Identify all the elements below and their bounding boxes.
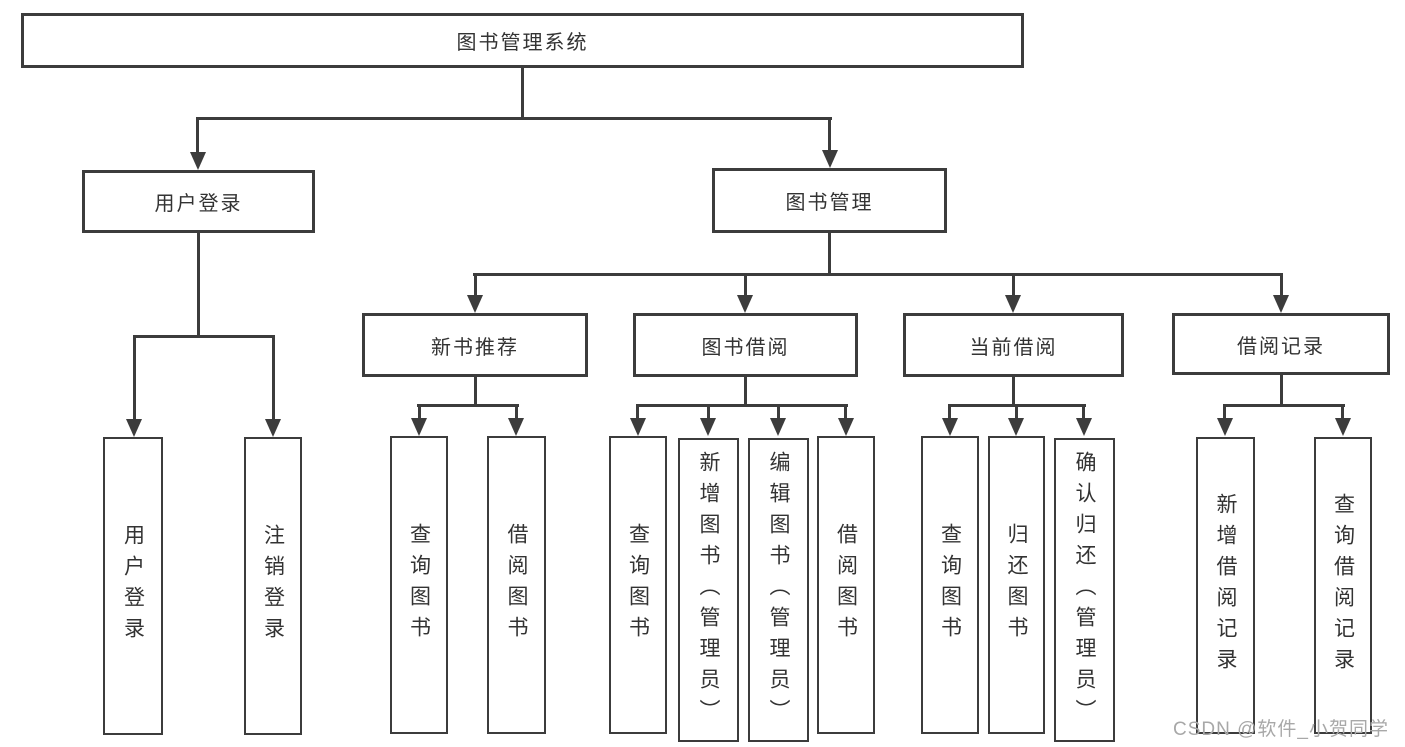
leaf-query-books-3-label: 查询图书 xyxy=(938,523,962,647)
arrowhead-icon xyxy=(1005,295,1021,313)
edge-to-book-borrow xyxy=(744,276,747,297)
edge-to-current-borrow xyxy=(1012,276,1015,297)
edge-leaf-stub xyxy=(515,407,518,419)
edge-current-borrow-stem xyxy=(1012,377,1015,404)
edge-root-stem xyxy=(521,68,524,117)
arrowhead-icon xyxy=(1273,295,1289,313)
leaf-return-books: 归还图书 xyxy=(988,436,1045,734)
arrowhead-icon xyxy=(190,152,206,170)
arrowhead-icon xyxy=(508,418,524,436)
leaf-edit-books-admin: 编辑图书（管理员） xyxy=(748,438,809,742)
arrowhead-icon xyxy=(126,419,142,437)
edge-book-mgmt-stem xyxy=(828,233,831,273)
edge-new-books-branch xyxy=(417,404,519,407)
edge-to-user-login xyxy=(196,120,199,152)
leaf-query-borrow-record-label: 查询借阅记录 xyxy=(1331,492,1355,679)
leaf-return-books-label: 归还图书 xyxy=(1005,523,1028,647)
node-current-borrowing-label: 当前借阅 xyxy=(969,336,1058,359)
leaf-borrow-books-1: 借阅图书 xyxy=(487,436,546,734)
arrowhead-icon xyxy=(467,295,483,313)
node-book-management: 图书管理 xyxy=(712,168,947,233)
leaf-user-login: 用户登录 xyxy=(103,437,163,735)
leaf-borrow-books-2-label: 借阅图书 xyxy=(834,523,858,647)
edge-leaf-stub xyxy=(636,407,639,419)
node-book-management-label: 图书管理 xyxy=(785,192,874,214)
edge-leaf-stub xyxy=(707,407,710,419)
leaf-edit-books-admin-label: 编辑图书（管理员） xyxy=(767,450,790,730)
arrowhead-icon xyxy=(700,418,716,436)
arrowhead-icon xyxy=(838,418,854,436)
node-book-borrowing-label: 图书借阅 xyxy=(701,336,790,359)
leaf-confirm-return-admin-label: 确认归还（管理员） xyxy=(1073,450,1096,730)
node-user-login: 用户登录 xyxy=(82,170,315,233)
node-new-book-recommend: 新书推荐 xyxy=(362,313,588,377)
leaf-borrow-books-1-label: 借阅图书 xyxy=(505,523,528,647)
arrowhead-icon xyxy=(411,418,427,436)
node-book-borrowing: 图书借阅 xyxy=(633,313,858,377)
node-borrowing-records: 借阅记录 xyxy=(1172,313,1390,375)
leaf-add-books-admin-label: 新增图书（管理员） xyxy=(697,450,720,730)
arrowhead-icon xyxy=(770,418,786,436)
edge-to-leaf-logout xyxy=(272,338,275,419)
node-root-label: 图书管理系统 xyxy=(456,32,589,54)
edge-new-books-stem xyxy=(474,377,477,404)
edge-leaf-stub xyxy=(948,407,951,419)
csdn-watermark: CSDN @软件_小贺同学 xyxy=(1173,719,1389,740)
edge-to-new-books xyxy=(474,276,477,297)
leaf-logout-label: 注销登录 xyxy=(261,524,285,648)
edge-user-login-stem xyxy=(197,233,200,335)
arrowhead-icon xyxy=(630,418,646,436)
leaf-confirm-return-admin: 确认归还（管理员） xyxy=(1054,438,1115,742)
edge-current-borrow-branch xyxy=(948,404,1086,407)
arrowhead-icon xyxy=(1217,418,1233,436)
edge-borrow-records-branch xyxy=(1223,404,1345,407)
arrowhead-icon xyxy=(942,418,958,436)
node-user-login-label: 用户登录 xyxy=(154,193,243,215)
edge-root-branch xyxy=(196,117,832,120)
leaf-add-borrow-record-label: 新增借阅记录 xyxy=(1214,492,1237,679)
leaf-query-books-3: 查询图书 xyxy=(921,436,979,734)
edge-to-borrow-records xyxy=(1280,276,1283,297)
edge-leaf-stub xyxy=(844,407,847,419)
edge-book-mgmt-branch xyxy=(473,273,1283,276)
node-new-book-recommend-label: 新书推荐 xyxy=(431,336,519,359)
arrowhead-icon xyxy=(822,150,838,168)
leaf-add-books-admin: 新增图书（管理员） xyxy=(678,438,739,742)
leaf-query-books-1: 查询图书 xyxy=(390,436,448,734)
leaf-logout: 注销登录 xyxy=(244,437,302,735)
edge-book-borrow-stem xyxy=(744,377,747,404)
edge-book-borrow-branch xyxy=(636,404,848,407)
leaf-user-login-label: 用户登录 xyxy=(121,524,145,648)
arrowhead-icon xyxy=(1076,418,1092,436)
leaf-borrow-books-2: 借阅图书 xyxy=(817,436,875,734)
edge-leaf-stub xyxy=(777,407,780,419)
node-borrowing-records-label: 借阅记录 xyxy=(1237,335,1325,358)
edge-to-leaf-login xyxy=(133,338,136,419)
leaf-query-borrow-record: 查询借阅记录 xyxy=(1314,437,1372,734)
edge-leaf-stub xyxy=(1015,407,1018,419)
leaf-query-books-2: 查询图书 xyxy=(609,436,667,734)
arrowhead-icon xyxy=(1335,418,1351,436)
arrowhead-icon xyxy=(265,419,281,437)
edge-leaf-stub xyxy=(1341,407,1344,419)
arrowhead-icon xyxy=(1008,418,1024,436)
edge-leaf-stub xyxy=(1082,407,1085,419)
leaf-query-books-2-label: 查询图书 xyxy=(626,523,650,647)
node-root: 图书管理系统 xyxy=(21,13,1024,68)
edge-leaf-stub xyxy=(418,407,421,419)
leaf-add-borrow-record: 新增借阅记录 xyxy=(1196,437,1255,734)
leaf-query-books-1-label: 查询图书 xyxy=(407,523,431,647)
edge-user-login-branch xyxy=(133,335,275,338)
edge-to-book-management xyxy=(828,120,831,150)
node-current-borrowing: 当前借阅 xyxy=(903,313,1124,377)
edge-leaf-stub xyxy=(1223,407,1226,419)
arrowhead-icon xyxy=(737,295,753,313)
edge-borrow-records-stem xyxy=(1280,375,1283,404)
